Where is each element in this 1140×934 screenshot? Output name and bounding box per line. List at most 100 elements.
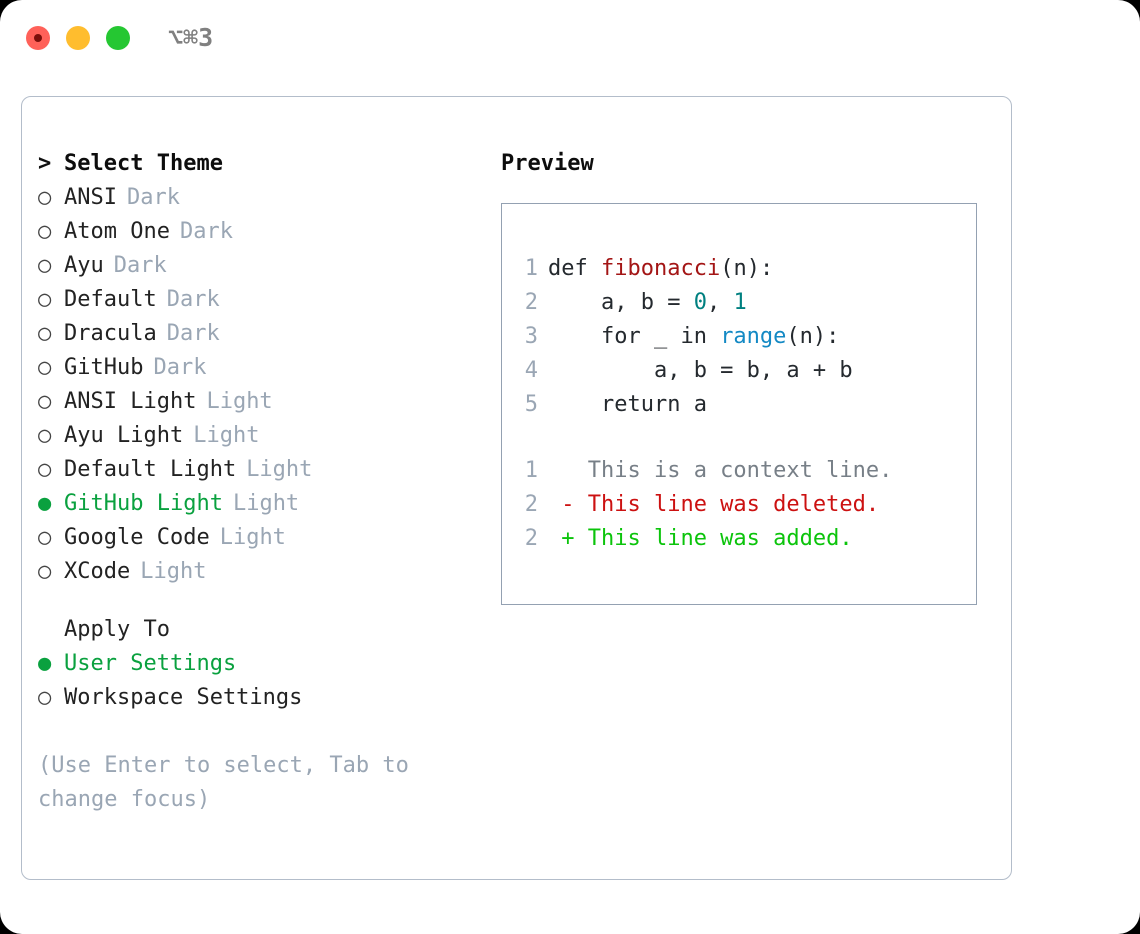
diff-line-text: - This line was deleted.: [548, 492, 880, 517]
radio-unselected-icon[interactable]: ○: [38, 355, 52, 380]
code-token: a, b =: [548, 290, 694, 315]
diff-line: 2 - This line was deleted.: [516, 488, 968, 522]
theme-variant-tag: Dark: [153, 355, 207, 380]
radio-unselected-icon[interactable]: ○: [38, 559, 52, 584]
code-token: 0: [693, 290, 707, 315]
radio-unselected-icon[interactable]: ○: [38, 219, 52, 244]
apply-to-label: Apply To: [64, 617, 170, 642]
theme-name-label: GitHub: [64, 355, 144, 380]
zoom-window-button[interactable]: [106, 26, 130, 50]
code-line: 3 for _ in range(n):: [516, 320, 968, 354]
code-token: range: [720, 324, 787, 349]
theme-name-label: Atom One: [64, 219, 170, 244]
line-number: 2: [524, 290, 538, 315]
apply-to-option[interactable]: ○ Workspace Settings: [38, 681, 478, 715]
code-line: 4 a, b = b, a + b: [516, 354, 968, 388]
theme-list-item[interactable]: ○ Ayu Dark: [38, 249, 478, 283]
code-token: def: [548, 256, 601, 281]
theme-name-label: ANSI: [64, 185, 117, 210]
line-number: 5: [524, 392, 538, 417]
apply-to-option-label: Workspace Settings: [64, 685, 303, 710]
radio-selected-icon[interactable]: ●: [38, 491, 52, 516]
radio-unselected-icon[interactable]: ○: [38, 253, 52, 278]
select-theme-heading: >Select Theme: [38, 147, 478, 181]
caret-right-icon: >: [38, 151, 52, 176]
keyboard-shortcut-label: ⌥⌘3: [168, 23, 214, 52]
radio-unselected-icon[interactable]: ○: [38, 423, 52, 448]
line-number: 1: [524, 256, 538, 281]
radio-unselected-icon[interactable]: ○: [38, 321, 52, 346]
apply-to-section: ○Apply To ●User Settings○Workspace Setti…: [38, 613, 478, 715]
diff-line: 2 + This line was added.: [516, 522, 968, 556]
radio-unselected-icon[interactable]: ○: [38, 525, 52, 550]
close-icon: [34, 34, 42, 42]
theme-name-label: XCode: [64, 559, 131, 584]
theme-name-label: Ayu Light: [64, 423, 184, 448]
radio-unselected-icon[interactable]: ○: [38, 457, 52, 482]
code-token: fibonacci: [600, 256, 721, 281]
title-bar: ⌥⌘3: [0, 0, 1140, 78]
theme-name-label: Google Code: [64, 525, 210, 550]
theme-name-label: ANSI Light: [64, 389, 197, 414]
code-token: return a: [548, 392, 707, 417]
theme-variant-tag: Light: [246, 457, 313, 482]
theme-variant-tag: Dark: [113, 253, 167, 278]
diff-line-text: This is a context line.: [548, 458, 893, 483]
theme-variant-tag: Dark: [166, 321, 220, 346]
theme-name-label: Default: [64, 287, 157, 312]
radio-unselected-icon[interactable]: ○: [38, 185, 52, 210]
preview-heading: Preview: [501, 151, 594, 176]
code-line: 2 a, b = 0, 1: [516, 286, 968, 320]
diff-sample: 1 This is a context line.2 - This line w…: [516, 454, 968, 556]
theme-list-item[interactable]: ● GitHub Light Light: [38, 487, 478, 521]
radio-unselected-icon[interactable]: ○: [38, 685, 52, 710]
code-token: a, b = b, a + b: [548, 358, 853, 383]
radio-unselected-icon[interactable]: ○: [38, 287, 52, 312]
theme-list-item[interactable]: ○ Google Code Light: [38, 521, 478, 555]
code-token: for _ in: [548, 324, 721, 349]
code-token: 1: [733, 290, 747, 315]
line-number: 1: [524, 458, 538, 483]
line-number: 2: [524, 492, 538, 517]
theme-variant-tag: Light: [232, 491, 300, 516]
theme-list-item[interactable]: ○ XCode Light: [38, 555, 478, 589]
theme-name-label: Dracula: [64, 321, 157, 346]
theme-variant-tag: Light: [219, 525, 286, 550]
line-number: 2: [524, 526, 538, 551]
apply-to-option[interactable]: ● User Settings: [38, 647, 478, 681]
code-token: ,: [706, 290, 734, 315]
theme-variant-tag: Light: [140, 559, 207, 584]
theme-name-label: Default Light: [64, 457, 237, 482]
spacer-icon: ○: [38, 613, 64, 647]
theme-variant-tag: Dark: [126, 185, 180, 210]
diff-line: 1 This is a context line.: [516, 454, 968, 488]
radio-unselected-icon[interactable]: ○: [38, 389, 52, 414]
apply-to-option-label: User Settings: [64, 651, 237, 676]
minimize-window-button[interactable]: [66, 26, 90, 50]
diff-line-text: + This line was added.: [548, 526, 853, 551]
apply-to-heading: ○Apply To: [38, 613, 478, 647]
theme-list-item[interactable]: ○ GitHub Dark: [38, 351, 478, 385]
keyboard-hint-text: (Use Enter to select, Tab to change focu…: [38, 753, 409, 812]
theme-list-item[interactable]: ○ Dracula Dark: [38, 317, 478, 351]
line-number: 4: [524, 358, 538, 383]
theme-list-item[interactable]: ○ Default Light Light: [38, 453, 478, 487]
theme-list-item[interactable]: ○ ANSI Dark: [38, 181, 478, 215]
line-number: 3: [524, 324, 538, 349]
close-window-button[interactable]: [26, 26, 50, 50]
theme-name-label: GitHub Light: [64, 491, 223, 516]
code-line: 5 return a: [516, 388, 968, 422]
radio-selected-icon[interactable]: ●: [38, 651, 52, 676]
theme-name-label: Ayu: [64, 253, 104, 278]
